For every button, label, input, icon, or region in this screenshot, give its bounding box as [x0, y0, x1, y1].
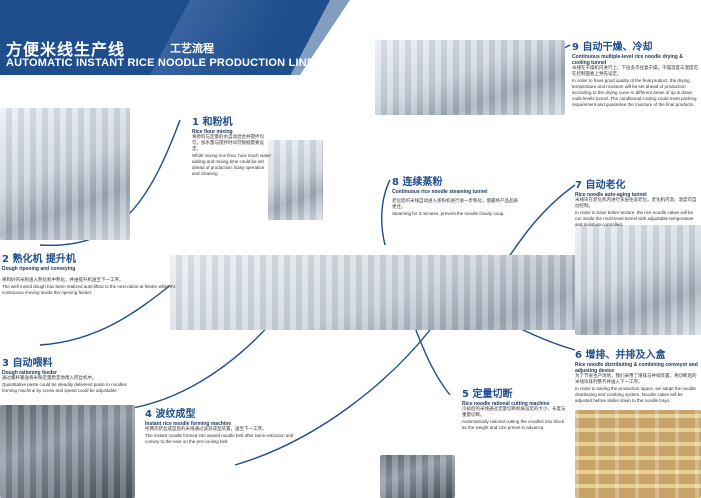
step-8-steaming: 8 连续蒸粉 Continuous rice noodle steaming t…	[392, 173, 522, 217]
step-3-heading: 3 自动喂料	[2, 358, 53, 369]
step-6-desc-en: In order to saving the production space,…	[575, 386, 696, 403]
step-5-heading: 5 定量切断	[462, 389, 513, 400]
step-2-ripening: 2 熟化机 提升机 Dough ripening and conveying 将…	[2, 250, 192, 296]
step-5-cutting: 5 定量切断 Rice noodle rational cutting mach…	[462, 385, 567, 431]
step-6-desc-cn: 为了节省生产场地，我们采用了增排与并排装置，将切断后的米线块排列整齐并送入下一工…	[575, 374, 697, 385]
page-title-en: AUTOMATIC INSTANT RICE NOODLE PRODUCTION…	[6, 57, 315, 69]
step-8-heading: 8 连续蒸粉	[392, 177, 443, 188]
step-8-desc-en: Steaming for 3 minutes, prevent the nood…	[392, 211, 505, 216]
step-4-heading: 4 波纹成型	[145, 409, 196, 420]
step-1-desc-en: While mixing rice flour, how much water …	[192, 153, 272, 176]
step-4-desc-cn: 经两次挤丝成型后的米线通过波浪成型装置，送至下一工序。	[145, 427, 267, 432]
step-3-desc-en: Quantitative paste could be steadily del…	[2, 382, 127, 393]
step-6-heading: 6 增排、并排及入盒	[575, 350, 666, 361]
step-1-mixing: 1 和粉机 Rice flour mixing 将原料与定量的水自动混合并搅拌均…	[192, 113, 272, 177]
step-9-desc-cn: 米线在干燥机内进行上、下层多次往复干燥，干燥温度与湿度可在控制面板上预先设定。	[572, 66, 698, 77]
step-1-desc-cn: 将原料与定量的水自动混合并搅拌均匀，加水量与搅拌时间可根据需要设定。	[192, 135, 264, 152]
step-9-heading: 9 自动干燥、冷却	[572, 42, 653, 53]
step-4-subtitle: Instant rice noodle forming machine	[145, 421, 232, 427]
step-2-desc-en: The well mixed dough has been realized a…	[2, 284, 176, 295]
step-1-heading: 1 和粉机	[192, 117, 233, 128]
step-9-drying: 9 自动干燥、冷却 Continuous multiple-level rice…	[572, 38, 700, 108]
drying-tunnel-image	[375, 40, 565, 115]
page-title-cn: 方便米线生产线	[6, 40, 126, 59]
step-4-forming: 4 波纹成型 Instant rice noodle forming machi…	[145, 405, 305, 445]
step-7-subtitle: Rice noodle auto-aging tunnel	[575, 192, 647, 198]
step-1-subtitle: Rice flour mixing	[192, 129, 233, 135]
mixer-photo-left	[0, 108, 130, 240]
step-6-distributing: 6 增排、并排及入盒 Rice noodle distributing & co…	[575, 346, 699, 404]
step-8-desc-cn: 老化后的米线自动进入蒸粉机进行进一步熟化，使最终产品品质更佳。	[392, 199, 518, 210]
step-3-feeding: 3 自动喂料 Dough rationing feeder 通过螺杆输送将米粉定…	[2, 354, 142, 394]
cutting-machine-photo	[380, 455, 455, 498]
step-9-desc-en: In order to have good quality of the fin…	[572, 78, 697, 107]
noodle-trays-photo	[575, 410, 701, 498]
step-2-subtitle: Dough ripening and conveying	[2, 266, 76, 272]
step-5-subtitle: Rice noodle rational cutting machine	[462, 401, 550, 407]
step-4-desc-en: The instant noodle formed into waved noo…	[145, 433, 294, 444]
forming-workshop-photo	[0, 405, 135, 498]
mixer-machine-image	[268, 140, 323, 220]
step-3-desc-cn: 通过螺杆输送将米粉定量稳定地喂入挤丝机中。	[2, 376, 97, 381]
step-2-desc-cn: 将和好的米粉送入熟化机中熟化，并由提升机送至下一工序。	[2, 278, 124, 283]
step-5-desc-cn: 冷却后的米线通过定量切断机按设定的大小、长度与重量切断。	[462, 407, 566, 418]
step-3-subtitle: Dough rationing feeder	[2, 370, 57, 376]
step-6-subtitle: Rice noodle distributing & combining con…	[575, 362, 698, 374]
step-7-desc-cn: 米线块在老化机内进行多层往返老化，老化机内温、湿度可自动控制。	[575, 198, 697, 209]
step-5-desc-en: Automatically rational cutting the noodl…	[462, 419, 565, 430]
step-9-subtitle: Continuous multiple-level rice noodle dr…	[572, 54, 683, 66]
aging-tunnel-image	[575, 225, 701, 335]
page-subtitle-cn: 工艺流程	[170, 43, 214, 55]
step-7-desc-en: In order to have better texture, the ric…	[575, 210, 694, 227]
step-7-aging: 7 自动老化 Rice noodle auto-aging tunnel 米线块…	[575, 176, 699, 228]
step-7-heading: 7 自动老化	[575, 180, 626, 191]
step-8-subtitle: Continuous rice noodle steaming tunnel	[392, 189, 488, 195]
step-2-heading: 2 熟化机 提升机	[2, 254, 76, 265]
